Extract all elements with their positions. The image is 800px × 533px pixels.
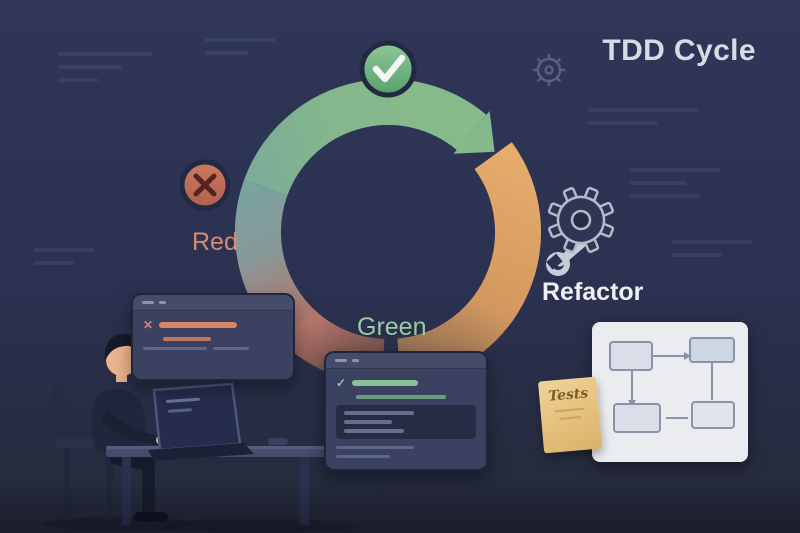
page-title: TDD Cycle	[602, 34, 756, 67]
small-gear-icon	[533, 54, 565, 86]
code-line-decoration	[672, 240, 752, 257]
code-block	[336, 405, 476, 439]
check-circle-icon	[359, 40, 417, 98]
code-line-decoration	[630, 168, 720, 198]
failing-test-window: ✕	[131, 293, 295, 381]
sticky-note: Tests	[537, 376, 603, 454]
flowchart-box	[691, 401, 735, 429]
segment-green	[244, 78, 487, 196]
code-line-decoration	[58, 52, 153, 82]
flowchart-box	[689, 337, 735, 363]
red-step-label: Red	[192, 228, 238, 256]
refactor-step-label: Refactor	[542, 278, 644, 306]
flowchart-box	[613, 403, 661, 433]
floor-shadow	[0, 485, 800, 533]
check-icon: ✓	[336, 376, 347, 390]
code-line-decoration	[205, 38, 275, 55]
window-titlebar	[133, 295, 293, 311]
cross-icon: ✕	[143, 318, 154, 332]
flowchart-box	[609, 341, 653, 371]
code-line-decoration	[588, 108, 698, 125]
passing-test-window: ✓	[324, 351, 488, 471]
cycle-arrow-icon	[453, 111, 495, 154]
laptop	[148, 382, 254, 461]
x-circle-icon	[179, 159, 231, 211]
green-step-label: Green	[357, 313, 427, 341]
gear-wrench-icon	[546, 186, 615, 276]
code-line-decoration	[34, 248, 94, 265]
flowchart-panel	[592, 322, 748, 462]
sticky-note-label: Tests	[547, 385, 589, 405]
window-titlebar	[326, 353, 486, 369]
